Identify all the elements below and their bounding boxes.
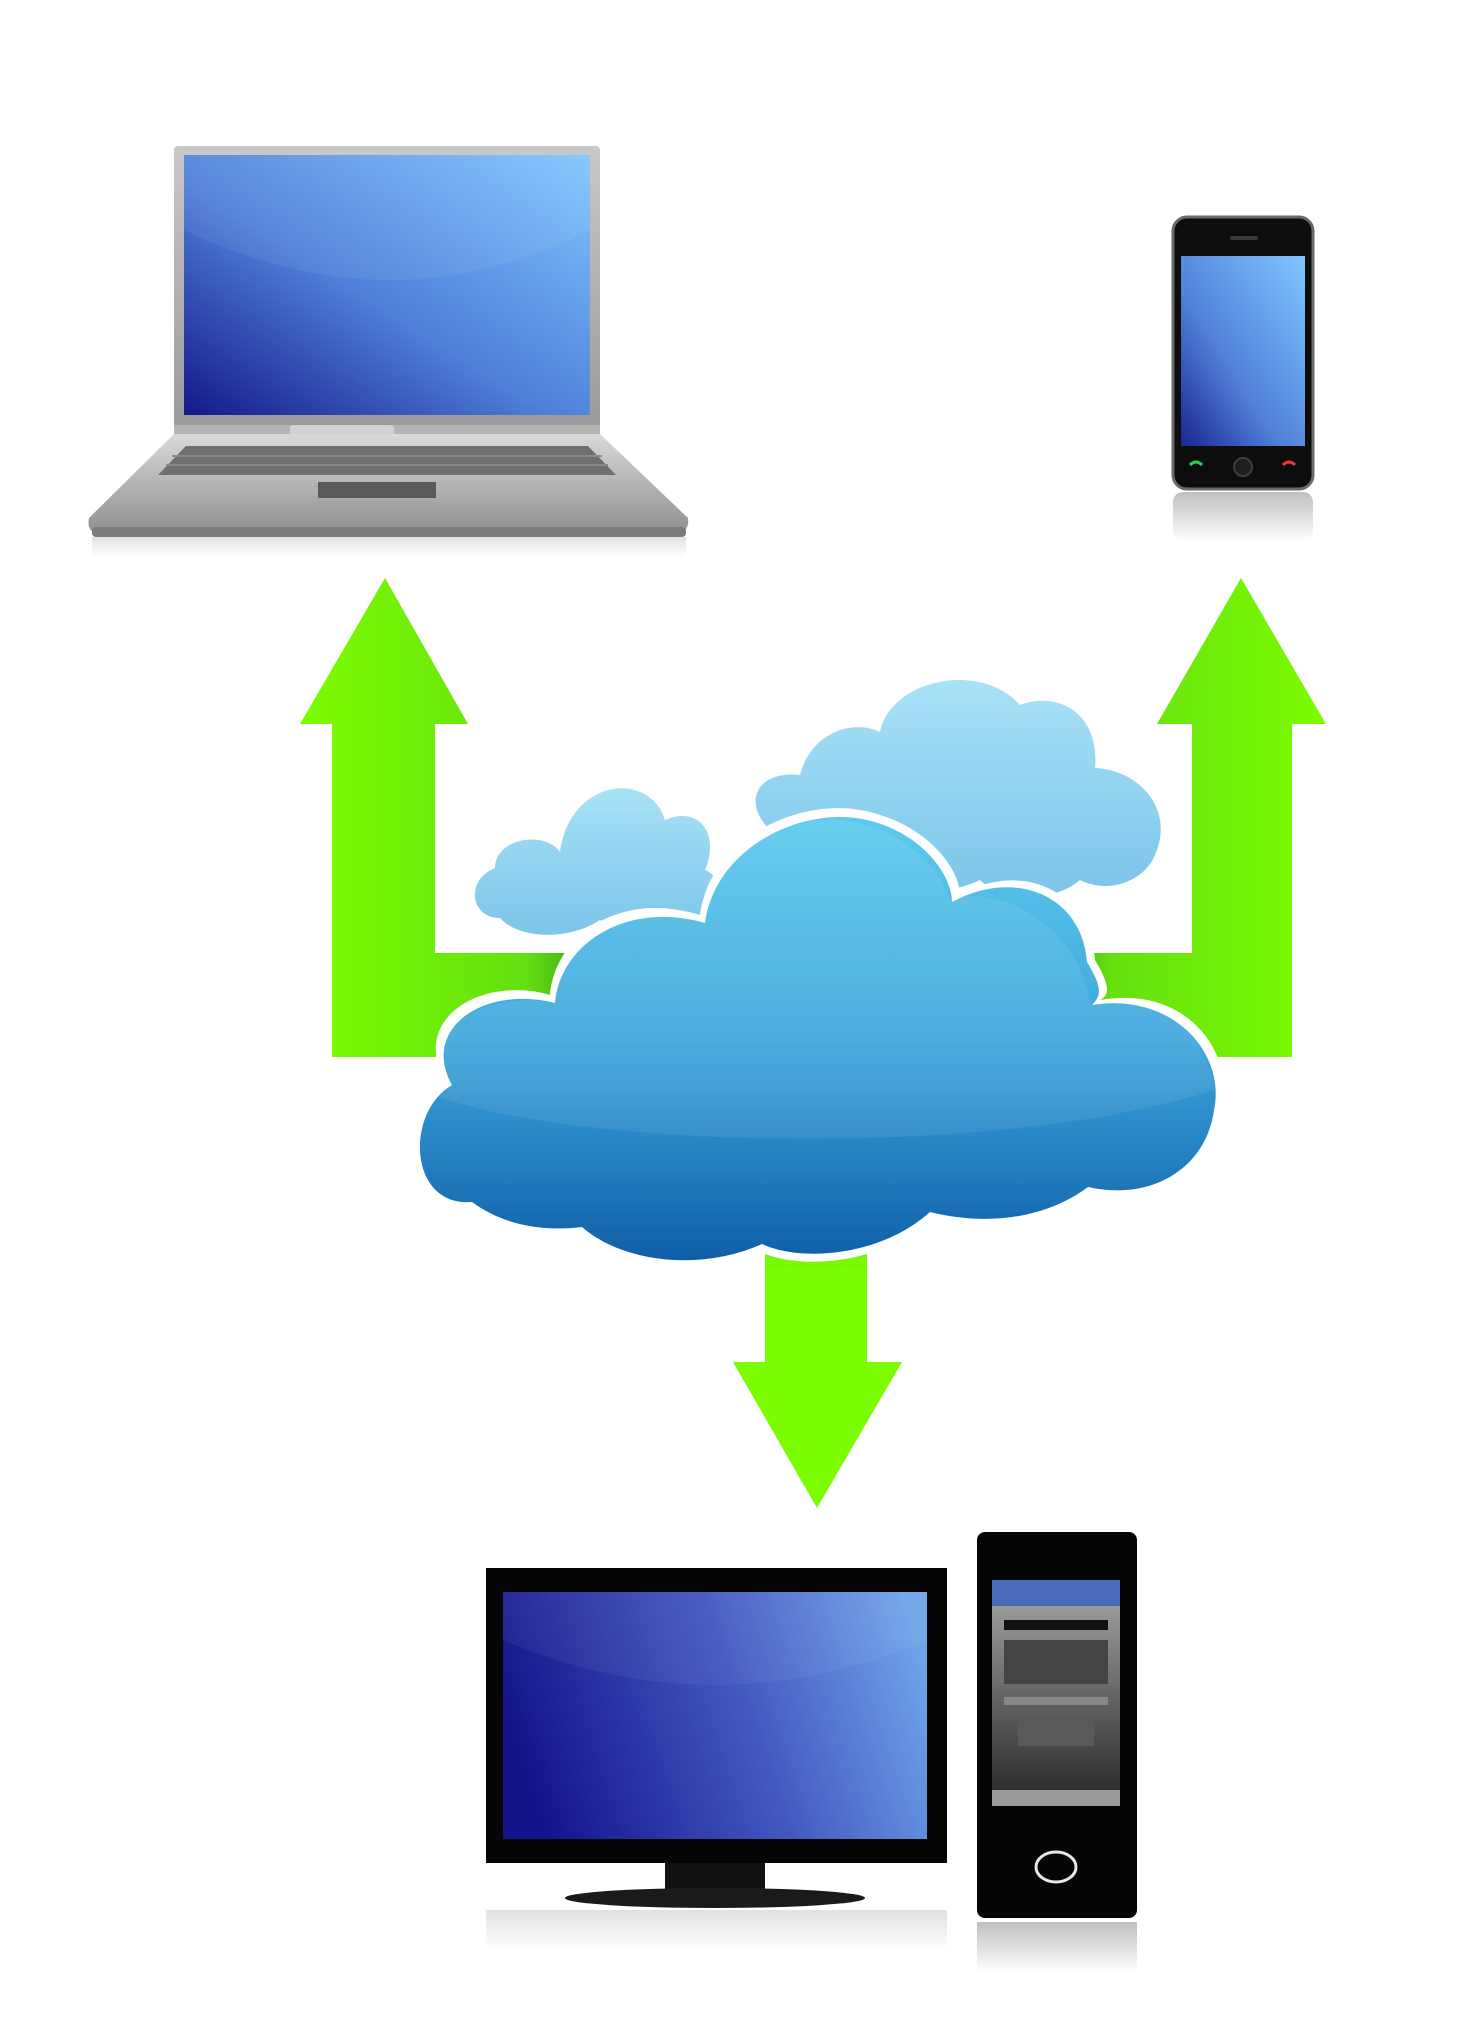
monitor-screen-glare — [503, 1592, 927, 1685]
tower-reflection — [977, 1922, 1137, 1972]
tower-drive-slot — [1004, 1620, 1108, 1630]
tower-vent — [1004, 1697, 1108, 1705]
laptop-reflection — [92, 537, 686, 557]
desktop-computer-icon — [486, 1532, 1137, 1972]
monitor-icon — [486, 1568, 947, 1950]
laptop-icon — [88, 146, 689, 557]
arrows — [300, 578, 1326, 1508]
cloud-icon — [411, 808, 1225, 1269]
phone-screen — [1181, 256, 1305, 446]
tower-drive-bay — [1004, 1640, 1108, 1684]
arrow-to-laptop — [300, 578, 600, 1057]
smartphone-icon — [1171, 215, 1315, 542]
laptop-screen — [184, 155, 590, 415]
tower-top-bar — [992, 1580, 1120, 1606]
monitor-base — [565, 1888, 865, 1908]
laptop-screen-glare — [184, 155, 590, 280]
computer-tower-icon — [977, 1532, 1137, 1972]
monitor-reflection — [486, 1910, 947, 1950]
arrow-to-smartphone — [1040, 578, 1326, 1057]
laptop-touchpad — [318, 482, 436, 498]
tower-slot-lower — [1018, 1720, 1094, 1746]
tower-power-button — [1034, 1850, 1078, 1884]
monitor-screen — [503, 1592, 927, 1839]
laptop-keyboard — [158, 446, 616, 475]
small-cloud-left — [474, 788, 720, 936]
phone-reflection — [1173, 492, 1313, 542]
phone-call-icon — [1188, 460, 1204, 467]
arrow-to-desktop — [733, 1190, 902, 1508]
tower-lower-bar — [992, 1790, 1120, 1806]
phone-earpiece — [1230, 236, 1258, 240]
phone-hangup-icon — [1281, 460, 1297, 467]
phone-home-button — [1233, 457, 1253, 477]
main-cloud-highlight — [420, 819, 1214, 1139]
main-cloud-body — [419, 816, 1216, 1261]
laptop-front-edge — [92, 527, 686, 537]
